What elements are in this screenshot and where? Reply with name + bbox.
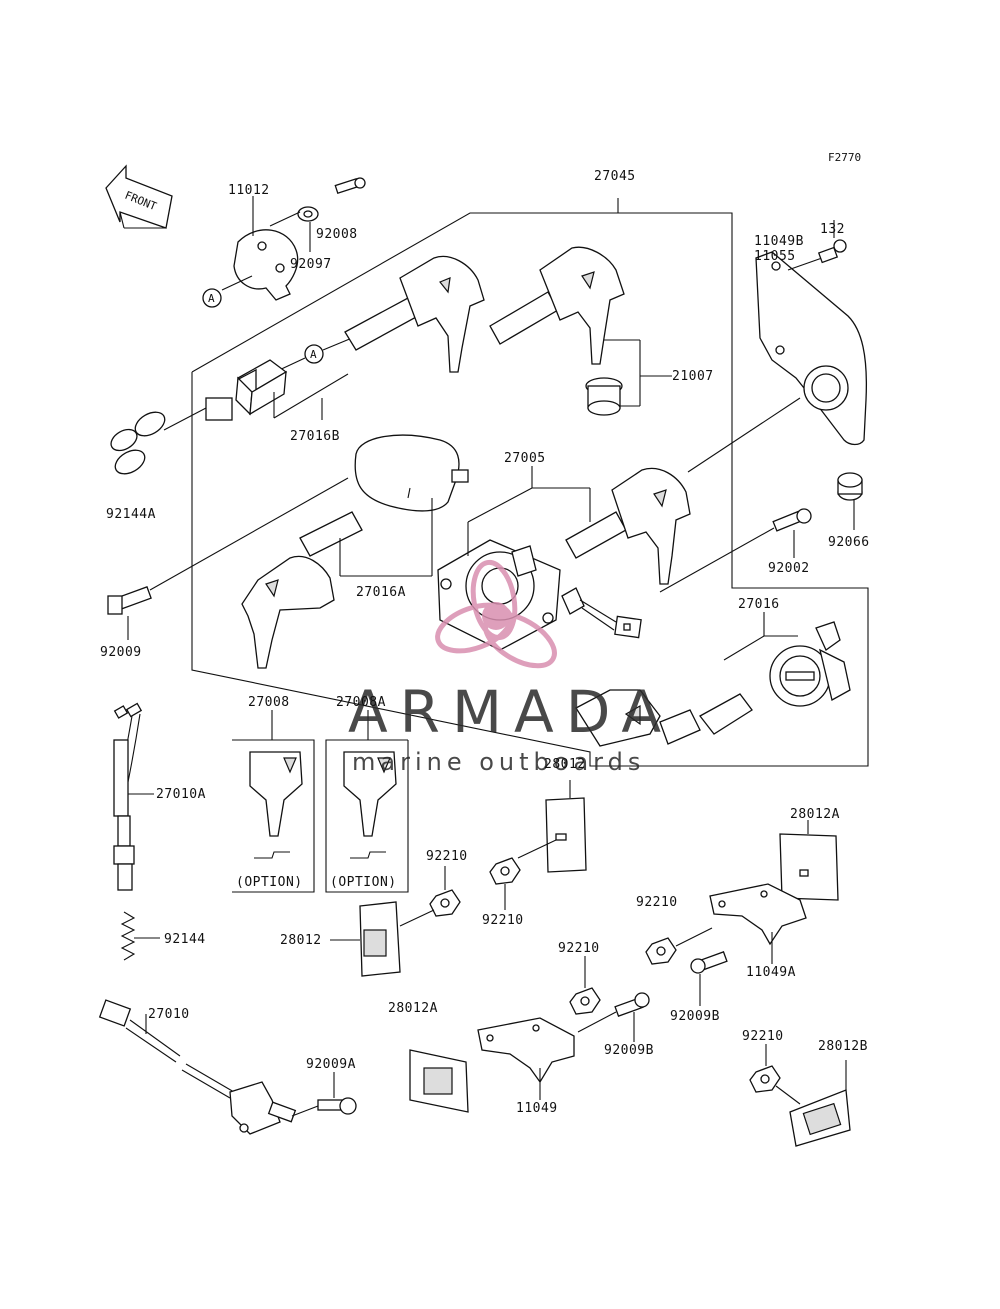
assembly-outline-27045 <box>191 198 869 767</box>
emblem-28012 <box>330 901 401 977</box>
part-label-11012: 11012 <box>228 183 270 198</box>
nut-92210-d <box>569 956 601 1015</box>
part-label-92009: 92009 <box>100 645 142 660</box>
option-box-27008: (OPTION) <box>232 710 315 893</box>
part-label-92210-a: 92210 <box>482 913 524 928</box>
key-icon-top-left <box>344 255 485 373</box>
part-label-92144a: 92144A <box>106 507 156 522</box>
plate-11012 <box>221 196 299 301</box>
connector-plug-icon <box>561 587 642 639</box>
part-label-27010: 27010 <box>148 1007 190 1022</box>
part-label-92097: 92097 <box>290 257 332 272</box>
screw-92009b-a <box>690 951 728 1006</box>
part-label-92210-e: 92210 <box>742 1029 784 1044</box>
washer-92097 <box>269 206 319 252</box>
lock-27016 <box>723 612 851 707</box>
part-label-92009b-b: 92009B <box>604 1043 654 1058</box>
ref-marker-a-2: A <box>274 337 353 373</box>
part-label-92008: 92008 <box>316 227 358 242</box>
part-label-27005: 27005 <box>504 451 546 466</box>
emblem-28012b <box>775 1060 851 1147</box>
screw-92009 <box>107 477 349 640</box>
nut-92210-b <box>399 866 461 927</box>
screw-92002 <box>659 508 812 593</box>
option-box-27008a: (OPTION) <box>325 710 409 893</box>
option-label-1: (OPTION) <box>236 875 303 890</box>
screw-icon <box>334 177 366 195</box>
svg-text:A: A <box>208 292 215 305</box>
key-icon-middle-right <box>565 467 691 585</box>
cylinder-27016b <box>205 359 349 421</box>
propeller-logo-icon <box>435 559 557 669</box>
part-label-92210-d: 92210 <box>558 941 600 956</box>
key-icon-middle-left <box>241 511 363 669</box>
part-label-11049a: 11049A <box>746 965 796 980</box>
bracket-11049a <box>709 883 807 964</box>
option-label-2: (OPTION) <box>330 875 397 890</box>
part-label-27016b: 27016B <box>290 429 340 444</box>
part-label-28012a-right: 28012A <box>790 807 840 822</box>
spring-92144a <box>110 407 207 475</box>
screw-92009a <box>291 1072 357 1117</box>
block-28012-top <box>517 780 587 873</box>
part-label-132: 132 <box>820 222 845 237</box>
watermark-brand: ARMADA <box>348 678 673 746</box>
part-label-21007: 21007 <box>672 369 714 384</box>
cap-21007 <box>585 375 672 416</box>
spring-92144 <box>120 911 160 961</box>
part-label-27045: 27045 <box>594 169 636 184</box>
nut-92210-e <box>749 1044 781 1093</box>
bracket-11049 <box>409 1017 575 1113</box>
part-label-92009b-a: 92009B <box>670 1009 720 1024</box>
part-label-28012b: 28012B <box>818 1039 868 1054</box>
part-label-92210-c: 92210 <box>636 895 678 910</box>
part-label-11049: 11049 <box>516 1101 558 1116</box>
part-label-27008: 27008 <box>248 695 290 710</box>
ref-marker-a-1: A <box>202 288 222 308</box>
part-label-28012-top: 28012 <box>544 757 586 772</box>
part-label-92002: 92002 <box>768 561 810 576</box>
part-label-92066: 92066 <box>828 535 870 550</box>
part-label-92210-b: 92210 <box>426 849 468 864</box>
armada-watermark: ARMADA marine outboards <box>348 559 673 776</box>
part-label-27010a: 27010A <box>156 787 206 802</box>
key-icon-top-right <box>489 246 641 406</box>
part-label-27008a: 27008A <box>336 695 386 710</box>
svg-text:A: A <box>310 348 317 361</box>
switch-27010 <box>98 999 297 1135</box>
grommet-92066 <box>837 472 863 530</box>
key-icon-bottom-pair <box>575 689 753 747</box>
plate-11049b <box>687 251 868 473</box>
case-27016a <box>340 434 469 577</box>
part-label-92144: 92144 <box>164 932 206 947</box>
part-label-27016a: 27016A <box>356 585 406 600</box>
part-label-28012a-bottom: 28012A <box>388 1001 438 1016</box>
nut-92210-a <box>489 857 521 910</box>
part-label-92009a: 92009A <box>306 1057 356 1072</box>
block-28012a-right <box>779 820 839 901</box>
nut-92210-c <box>645 927 713 965</box>
part-label-28012-left: 28012 <box>280 933 322 948</box>
part-label-11049b: 11049B <box>754 234 804 249</box>
figure-code: F2770 <box>828 151 861 164</box>
part-label-27016: 27016 <box>738 597 780 612</box>
screw-92009b-b <box>577 992 650 1042</box>
switch-27010a <box>113 702 154 891</box>
watermark-tagline: marine outboards <box>352 748 645 776</box>
part-label-11055: 11055 <box>754 249 796 264</box>
front-arrow-icon: FRONT <box>105 164 173 229</box>
screw-132 <box>817 220 847 264</box>
